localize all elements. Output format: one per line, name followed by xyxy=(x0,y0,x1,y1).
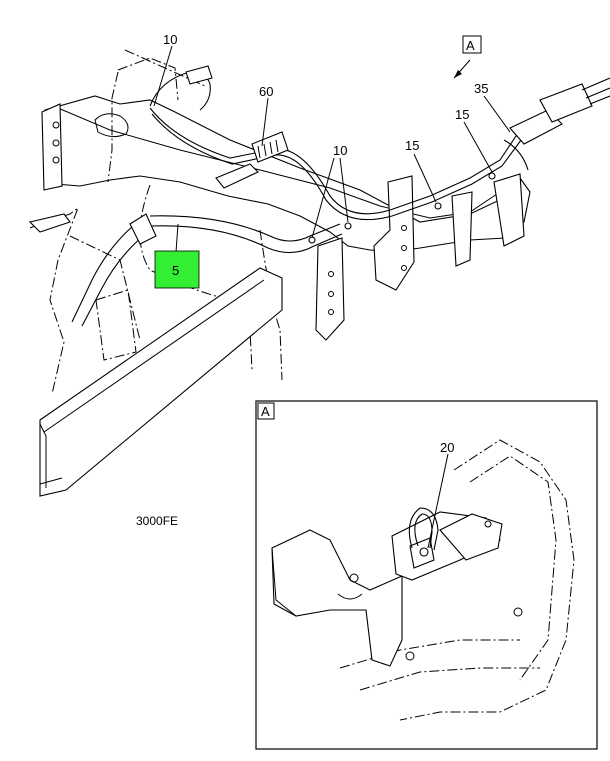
callout-5: 5 xyxy=(172,263,179,278)
callout-20: 20 xyxy=(440,440,454,455)
callout-60: 60 xyxy=(259,84,273,99)
callout-15-right: 15 xyxy=(455,107,469,122)
frame-crossmember xyxy=(28,49,531,497)
view-label-box xyxy=(462,35,482,54)
callout-10-mid: 10 xyxy=(333,143,347,158)
callout-leaders xyxy=(153,45,511,253)
callout-5-highlight[interactable] xyxy=(154,250,200,289)
callout-15-mid: 15 xyxy=(405,138,419,153)
detail-label: A xyxy=(261,404,270,419)
drawing-code: 3000FE xyxy=(136,514,178,528)
view-label: A xyxy=(466,38,475,53)
detail-view-a: A 20 xyxy=(255,400,598,750)
callout-35: 35 xyxy=(474,81,488,96)
detail-label-box xyxy=(257,402,275,420)
callout-10-top: 10 xyxy=(163,32,177,47)
